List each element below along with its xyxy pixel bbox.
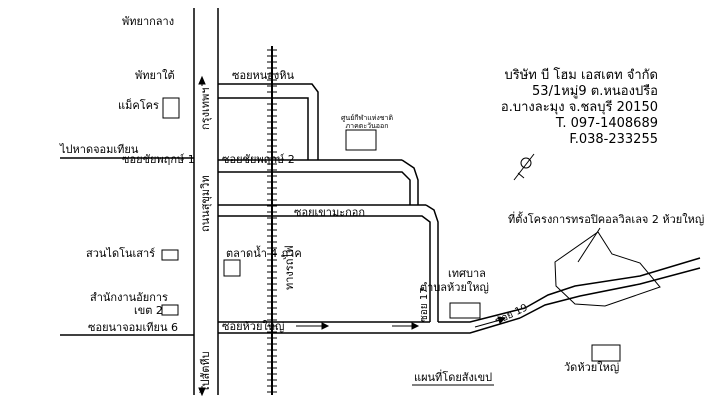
soi-19-road-upper [524,257,701,309]
label-soi-na-jomtien-6: ซอยนาจอมเทียน 6 [88,321,178,334]
municipality-box [449,302,481,319]
direction-arrow-head-3 [497,316,507,324]
dino-park-box [161,249,179,261]
soi-nong-hin-road [218,83,319,160]
label-map-credit: แผนที่โดยสังเขป [414,371,493,384]
label-project-site: ที่ตั้งโครงการทรอปิคอลวิลเลจ 2 ห้วยใหญ่ [508,213,705,226]
makro-box [162,97,180,119]
label-dino-park: สวนไดโนเสาร์ [86,247,156,260]
label-tambon-huai-yai: ตำบลห้วยใหญ่ [420,281,489,294]
sports-centre-box [345,129,377,151]
label-soi-khao-makok: ซอยเขามะกอก [294,206,366,219]
label-sports-centre: ศูนย์กีฬาแห่งชาติ ภาคตะวันออก [340,114,394,130]
soi-huai-yai-road-upper [438,307,526,323]
company-address-1: 53/1หมู่9 ต.หนองปรือ [532,84,658,99]
label-wat-huai-yai: วัดห้วยใหญ่ [564,361,620,374]
label-makro: แม็คโคร [118,99,159,112]
direction-arrow-line-3 [474,319,501,328]
railway-ties [267,49,277,393]
project-site-outline [554,231,661,307]
south-arrow-icon [198,386,206,397]
company-name: บริษัท บี โฮม เอสเตท จำกัด [504,68,658,83]
soi-19-road-lower [519,267,701,319]
label-pattaya-tai: พัทยาใต้ [135,69,175,82]
floating-market-box [223,259,241,277]
label-district-office-2: เขต 2 [134,304,163,317]
direction-arrow-head-1 [321,322,330,330]
project-leader-line [577,227,601,263]
compass-icon [513,153,535,181]
soi-khao-makok-curve [425,204,439,322]
soi-khao-makok-lower [218,215,431,322]
label-pattaya-klang: พัทยากลาง [122,15,175,28]
direction-arrow-head-2 [411,322,420,330]
label-soi-chaiyapruek-2: ซอยชัยพฤกษ์ 2 [222,153,295,166]
soi-nong-hin-inner [218,97,309,160]
label-soi-chaiyapruek-1: ซอยชัยพฤกษ์ 1 [122,153,195,166]
label-sukhumvit: ถนนสุขุมวิท [199,175,212,232]
wat-huai-yai-box [591,344,621,362]
company-phone: T. 097-1408689 [555,116,658,131]
company-address-2: อ.บางละมุง จ.ชลบุรี 20150 [500,100,658,115]
soi-chaiyapruek-2-curve [401,159,419,205]
soi-chaiyapruek-2-lower [218,171,411,205]
label-soi-huai-yai: ซอยห้วยใหญ่ [222,320,285,333]
soi-huai-yai-road-bottom [218,317,521,334]
label-sattahip: ไปสัตหีบ [199,351,212,392]
label-to-jomtien-beach: ไปหาดจอมเทียน [60,143,139,156]
label-soi-nong-hin: ซอยหนองหิน [232,69,295,82]
label-municipality: เทศบาล [448,267,486,280]
district-office-box [161,304,179,316]
company-info: บริษัท บี โฮม เอสเตท จำกัด 53/1หมู่9 ต.ห… [478,68,658,148]
north-arrow-icon [198,75,206,86]
label-district-office-1: สำนักงานอัยการ [90,291,168,304]
label-krungthep: กรุงเทพฯ [199,87,212,130]
label-floating-market: ตลาดน้ำ 4 ภาค [226,247,302,260]
company-fax: F.038-233255 [569,132,658,147]
